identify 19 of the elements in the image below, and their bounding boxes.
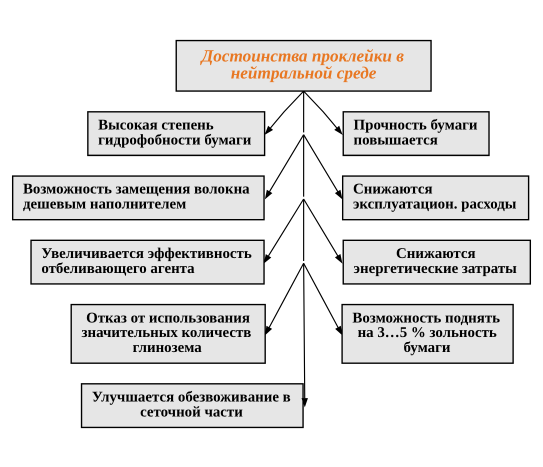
arrow	[302, 262, 308, 407]
arrow	[303, 134, 342, 199]
node-box: Снижаются энергетические затраты	[342, 239, 532, 284]
node-box: Увеличивается эффективность отбеливающего агента	[30, 239, 265, 284]
arrow	[264, 134, 304, 264]
node-box: Достоинства проклейки в нейтральной среде	[176, 39, 432, 92]
node-box: Высокая степень гидрофобности бумаги	[87, 110, 266, 156]
arrow	[303, 262, 342, 335]
arrow	[264, 90, 304, 199]
arrow	[264, 90, 304, 134]
arrow	[303, 90, 343, 134]
arrow	[264, 198, 304, 335]
node-box: Отказ от использования значительных количеств глинозема	[70, 303, 266, 364]
node-box: Улучшается обезвоживание в сеточной части	[80, 382, 304, 428]
node-box: Снижаются эксплуатацион. расходы	[342, 174, 530, 220]
node-box: Возможность поднять на 3…5 % зольность бумаги	[341, 303, 514, 364]
node-box: Прочность бумаги повышается	[342, 110, 490, 156]
node-box: Возможность замещения волокна дешевым наполнителем	[12, 174, 265, 220]
arrow	[303, 198, 342, 264]
